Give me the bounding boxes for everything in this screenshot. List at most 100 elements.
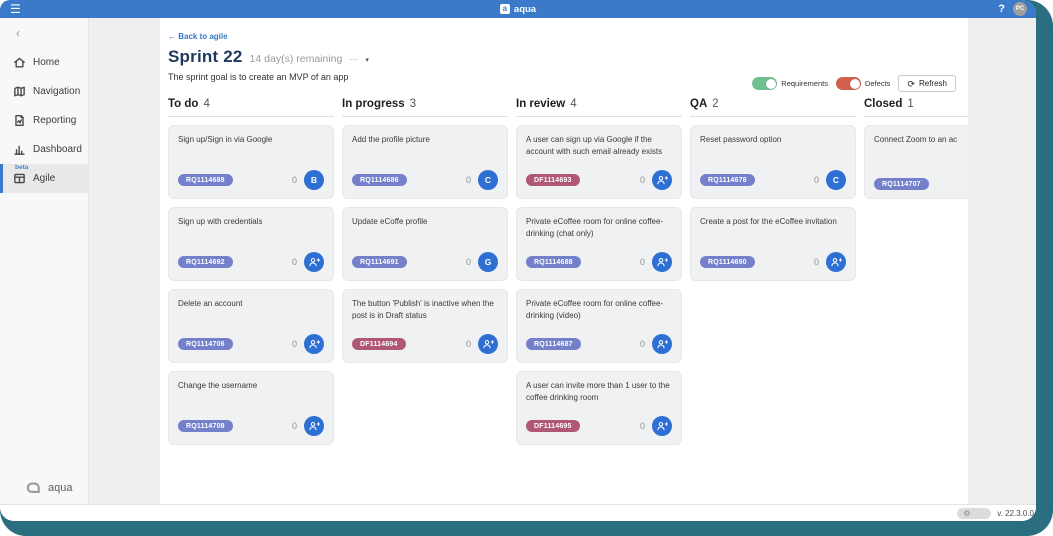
requirements-toggle-switch[interactable] [752, 77, 778, 90]
column-count: 1 [907, 98, 914, 110]
assign-user-icon[interactable] [304, 334, 324, 354]
column-count: 3 [409, 98, 417, 110]
item-id-badge: RQ1114692 [178, 256, 233, 268]
assign-user-icon[interactable] [304, 416, 324, 436]
board-card[interactable]: Private eCoffee room for online coffee-d… [516, 289, 682, 363]
refresh-button-label: Refresh [918, 79, 947, 88]
refresh-icon: ⟳ [907, 78, 915, 89]
card-title: A user can invite more than 1 user to th… [526, 381, 670, 402]
home-icon [13, 56, 26, 69]
item-id-badge: RQ1114689 [178, 174, 233, 186]
assign-user-icon[interactable] [652, 252, 672, 272]
defects-toggle-label: Defects [865, 79, 891, 88]
column-count: 4 [203, 98, 210, 110]
assignee-avatar[interactable]: C [826, 170, 846, 190]
card-count: 0 [291, 175, 297, 185]
card-count: 0 [639, 175, 645, 185]
card-count: 0 [639, 421, 645, 431]
card-count: 0 [465, 339, 471, 349]
user-avatar[interactable]: PC [1013, 2, 1027, 16]
hamburger-menu-icon[interactable]: ☰ [10, 2, 21, 16]
item-id-badge: RQ1114678 [700, 174, 755, 186]
agile-icon [13, 172, 26, 185]
board-card[interactable]: Create a post for the eCoffee invitation… [690, 207, 856, 281]
assignee-avatar[interactable]: B [304, 170, 324, 190]
item-id-badge: DF1114695 [526, 420, 580, 432]
board-card[interactable]: A user can invite more than 1 user to th… [516, 371, 682, 445]
reporting-icon [13, 114, 26, 127]
topbar-right: ? PC [998, 2, 1036, 16]
help-icon[interactable]: ? [998, 3, 1005, 15]
sprint-goal: The sprint goal is to create an MVP of a… [168, 72, 349, 82]
item-id-badge: RQ1114706 [178, 338, 233, 350]
assignee-avatar[interactable]: C [478, 170, 498, 190]
item-id-badge: RQ1114690 [700, 256, 755, 268]
settings-pill[interactable]: ⚙ [957, 508, 992, 519]
card-count: 0 [813, 175, 819, 185]
card-title: Sign up/Sign in via Google [178, 135, 273, 144]
card-title: Update eCoffe profile [352, 217, 428, 226]
card-count: 0 [465, 257, 471, 267]
sidebar-collapse-icon[interactable]: ‹ [16, 26, 20, 40]
sidebar-item-reporting[interactable]: Reporting [0, 106, 88, 135]
column-title: In progress [342, 98, 405, 110]
board-card[interactable]: A user can sign up via Google if the acc… [516, 125, 682, 199]
item-id-badge: RQ1114686 [352, 174, 407, 186]
chevron-down-icon[interactable]: ▾ [365, 57, 369, 64]
column-count: 2 [712, 98, 719, 110]
item-id-badge: DF1114693 [526, 174, 580, 186]
assign-user-icon[interactable] [826, 252, 846, 272]
assign-user-icon[interactable] [652, 416, 672, 436]
sidebar-item-dashboard[interactable]: Dashboard [0, 135, 88, 164]
card-title: Reset password option [700, 135, 782, 144]
sidebar-item-label: Reporting [33, 115, 77, 126]
item-id-badge: RQ1114691 [352, 256, 407, 268]
back-to-agile-link[interactable]: ← Back to agile [168, 32, 228, 41]
refresh-button[interactable]: ⟳ Refresh [898, 75, 956, 92]
footer-right: ⚙ v. 22.3.0.0 [957, 508, 1036, 519]
more-options-icon[interactable]: ⋯ [349, 54, 359, 64]
assignee-avatar[interactable]: G [478, 252, 498, 272]
assign-user-icon[interactable] [304, 252, 324, 272]
assign-user-icon[interactable] [478, 334, 498, 354]
card-footer: DF1114693 0 [526, 170, 672, 190]
assign-user-icon[interactable] [652, 334, 672, 354]
card-count: 0 [465, 175, 471, 185]
defects-toggle-switch[interactable] [836, 77, 861, 90]
card-count: 0 [639, 257, 645, 267]
board-card[interactable]: The button 'Publish' is inactive when th… [342, 289, 508, 363]
card-title: Delete an account [178, 299, 243, 308]
card-footer: DF1114695 0 [526, 416, 672, 436]
sidebar-item-home[interactable]: Home [0, 48, 88, 77]
sidebar-item-label: Dashboard [33, 144, 82, 155]
sidebar-brand-label: aqua [48, 481, 73, 494]
board-card[interactable]: Private eCoffee room for online coffee-d… [516, 207, 682, 281]
sidebar-item-navigation[interactable]: Navigation [0, 77, 88, 106]
sidebar-item-label: Navigation [33, 86, 81, 97]
defects-toggle[interactable]: Defects [836, 77, 890, 90]
assign-user-icon[interactable] [652, 170, 672, 190]
card-title: Private eCoffee room for online coffee-d… [526, 217, 664, 238]
requirements-toggle[interactable]: Requirements [752, 77, 828, 90]
column-title: Closed [864, 98, 903, 110]
sprint-title: Sprint 22 [168, 47, 243, 66]
card-title: Sign up with credentials [178, 217, 263, 226]
main-panel: ← Back to agile Sprint 22 14 day(s) rema… [160, 18, 968, 504]
